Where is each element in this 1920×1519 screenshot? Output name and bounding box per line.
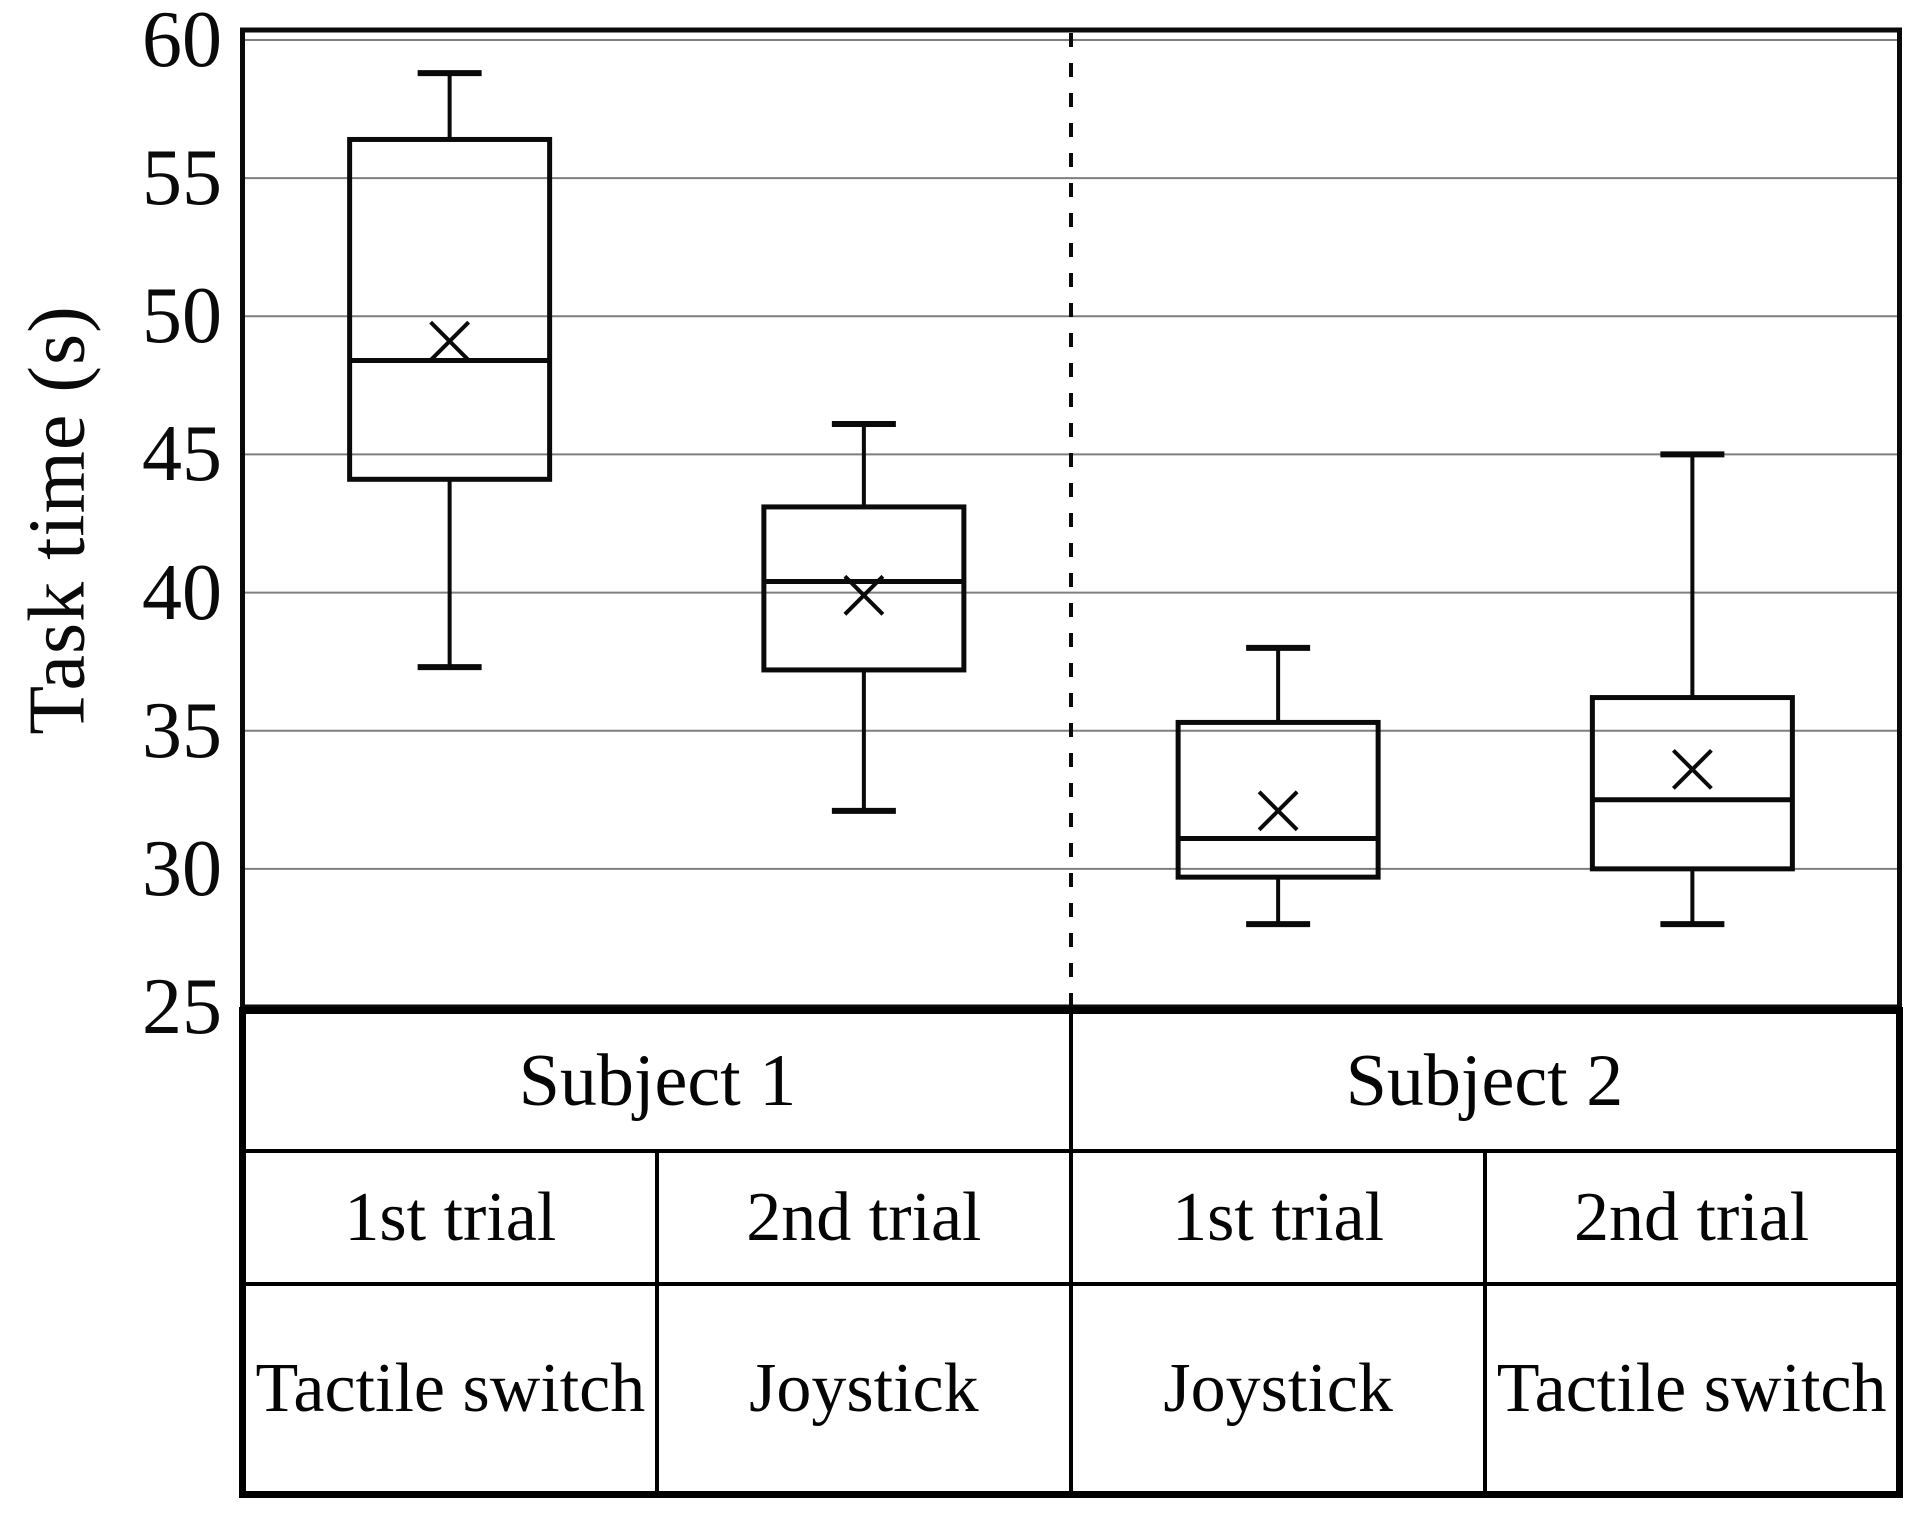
y-tick-label-50: 50 <box>142 272 222 361</box>
category-table: Subject 1 Subject 2 1st trial 2nd trial … <box>239 1007 1903 1498</box>
y-tick-label-60: 60 <box>142 0 222 84</box>
device-cell-3: Joystick <box>1068 1282 1488 1497</box>
trial-cell-1: 1st trial <box>240 1149 659 1287</box>
trial-cell-2: 2nd trial <box>654 1149 1074 1287</box>
y-tick-label-55: 55 <box>142 134 222 223</box>
subject-row: Subject 1 Subject 2 <box>240 1008 1902 1154</box>
device-cell-4: Tactile switch <box>1483 1282 1902 1497</box>
box-group-3 <box>1175 644 1381 928</box>
box-group-4 <box>1589 451 1795 928</box>
box-group-1 <box>347 70 553 671</box>
box-iqr <box>1589 695 1795 872</box>
y-tick-label-30: 30 <box>142 824 222 913</box>
y-axis-tick-labels: 60 55 50 45 40 35 30 25 <box>0 0 228 1100</box>
box-iqr <box>761 504 967 673</box>
box-group-2 <box>761 421 967 814</box>
trial-row: 1st trial 2nd trial 1st trial 2nd trial <box>240 1149 1902 1287</box>
subject-1-cell: Subject 1 <box>240 1008 1073 1154</box>
y-tick-label-25: 25 <box>142 963 222 1051</box>
y-tick-label-35: 35 <box>142 686 222 775</box>
device-cell-2: Joystick <box>654 1282 1074 1497</box>
box-iqr <box>1175 719 1381 880</box>
subject-2-cell: Subject 2 <box>1069 1008 1902 1154</box>
device-row: Tactile switch Joystick Joystick Tactile… <box>240 1282 1902 1497</box>
y-tick-label-40: 40 <box>142 548 222 637</box>
device-cell-1: Tactile switch <box>240 1282 659 1497</box>
y-tick-label-45: 45 <box>142 410 222 499</box>
trial-cell-3: 1st trial <box>1068 1149 1488 1287</box>
trial-cell-4: 2nd trial <box>1483 1149 1902 1287</box>
box-iqr <box>347 136 553 482</box>
